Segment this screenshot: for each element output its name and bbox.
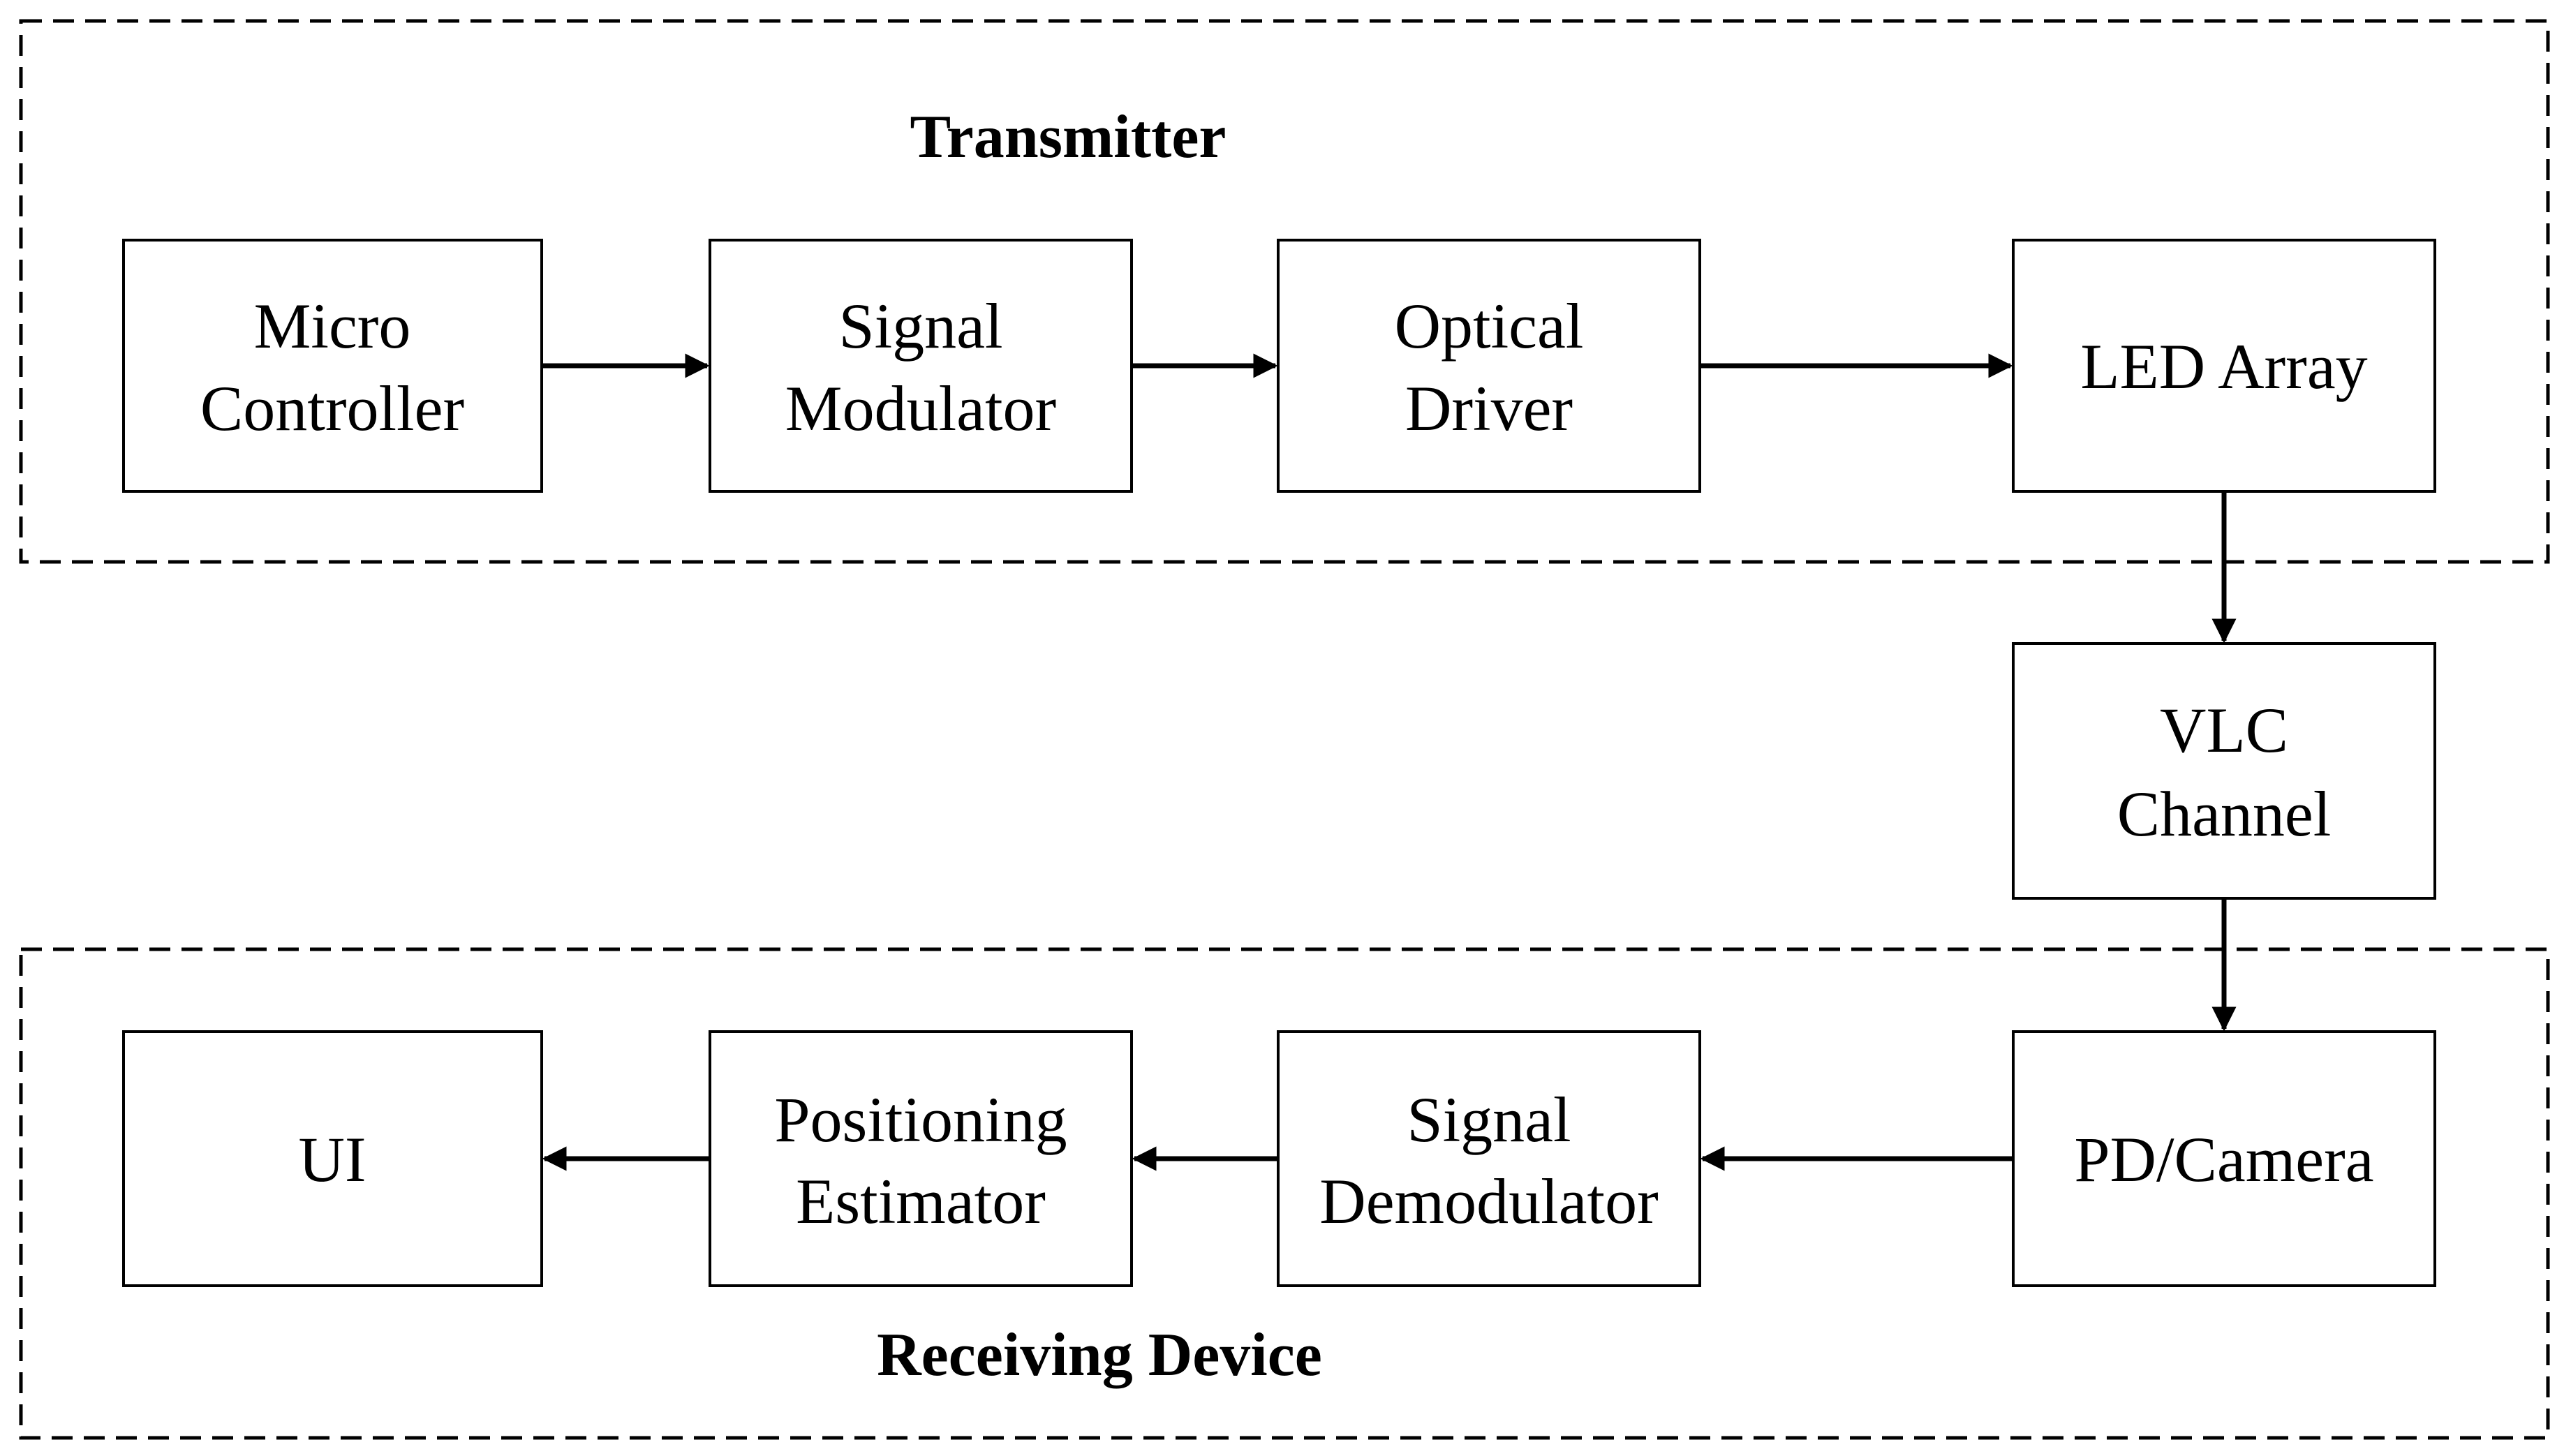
- transmitter-title: Transmitter: [910, 103, 1227, 171]
- micro-controller-line1: Micro: [254, 290, 411, 362]
- pd-camera-block: PD/Camera: [2012, 1030, 2436, 1287]
- signal-demodulator-line2: Demodulator: [1319, 1166, 1658, 1237]
- transmitter-group: [19, 19, 2550, 564]
- signal-demodulator-line1: Signal: [1407, 1084, 1571, 1155]
- optical-driver-block: Optical Driver: [1277, 239, 1701, 493]
- micro-controller-line2: Controller: [200, 373, 464, 444]
- vlc-channel-line2: Channel: [2117, 778, 2332, 849]
- pd-camera-line1: PD/Camera: [2074, 1124, 2373, 1195]
- ui-block: UI: [122, 1030, 543, 1287]
- vlc-channel-block: VLC Channel: [2012, 642, 2436, 900]
- ui-line1: UI: [298, 1124, 366, 1195]
- vlc-channel-line1: VLC: [2160, 694, 2288, 766]
- signal-modulator-line2: Modulator: [785, 373, 1056, 444]
- receiving-device-group: [19, 947, 2550, 1440]
- signal-modulator-block: Signal Modulator: [709, 239, 1133, 493]
- led-array-block: LED Array: [2012, 239, 2436, 493]
- signal-modulator-line1: Signal: [838, 290, 1002, 362]
- micro-controller-block: Micro Controller: [122, 239, 543, 493]
- receiving-device-title: Receiving Device: [877, 1321, 1322, 1389]
- optical-driver-line1: Optical: [1395, 290, 1584, 362]
- optical-driver-line2: Driver: [1405, 373, 1573, 444]
- positioning-estimator-block: Positioning Estimator: [709, 1030, 1133, 1287]
- led-array-line1: LED Array: [2080, 331, 2367, 402]
- positioning-estimator-line1: Positioning: [774, 1084, 1067, 1155]
- positioning-estimator-line2: Estimator: [796, 1166, 1046, 1237]
- signal-demodulator-block: Signal Demodulator: [1277, 1030, 1701, 1287]
